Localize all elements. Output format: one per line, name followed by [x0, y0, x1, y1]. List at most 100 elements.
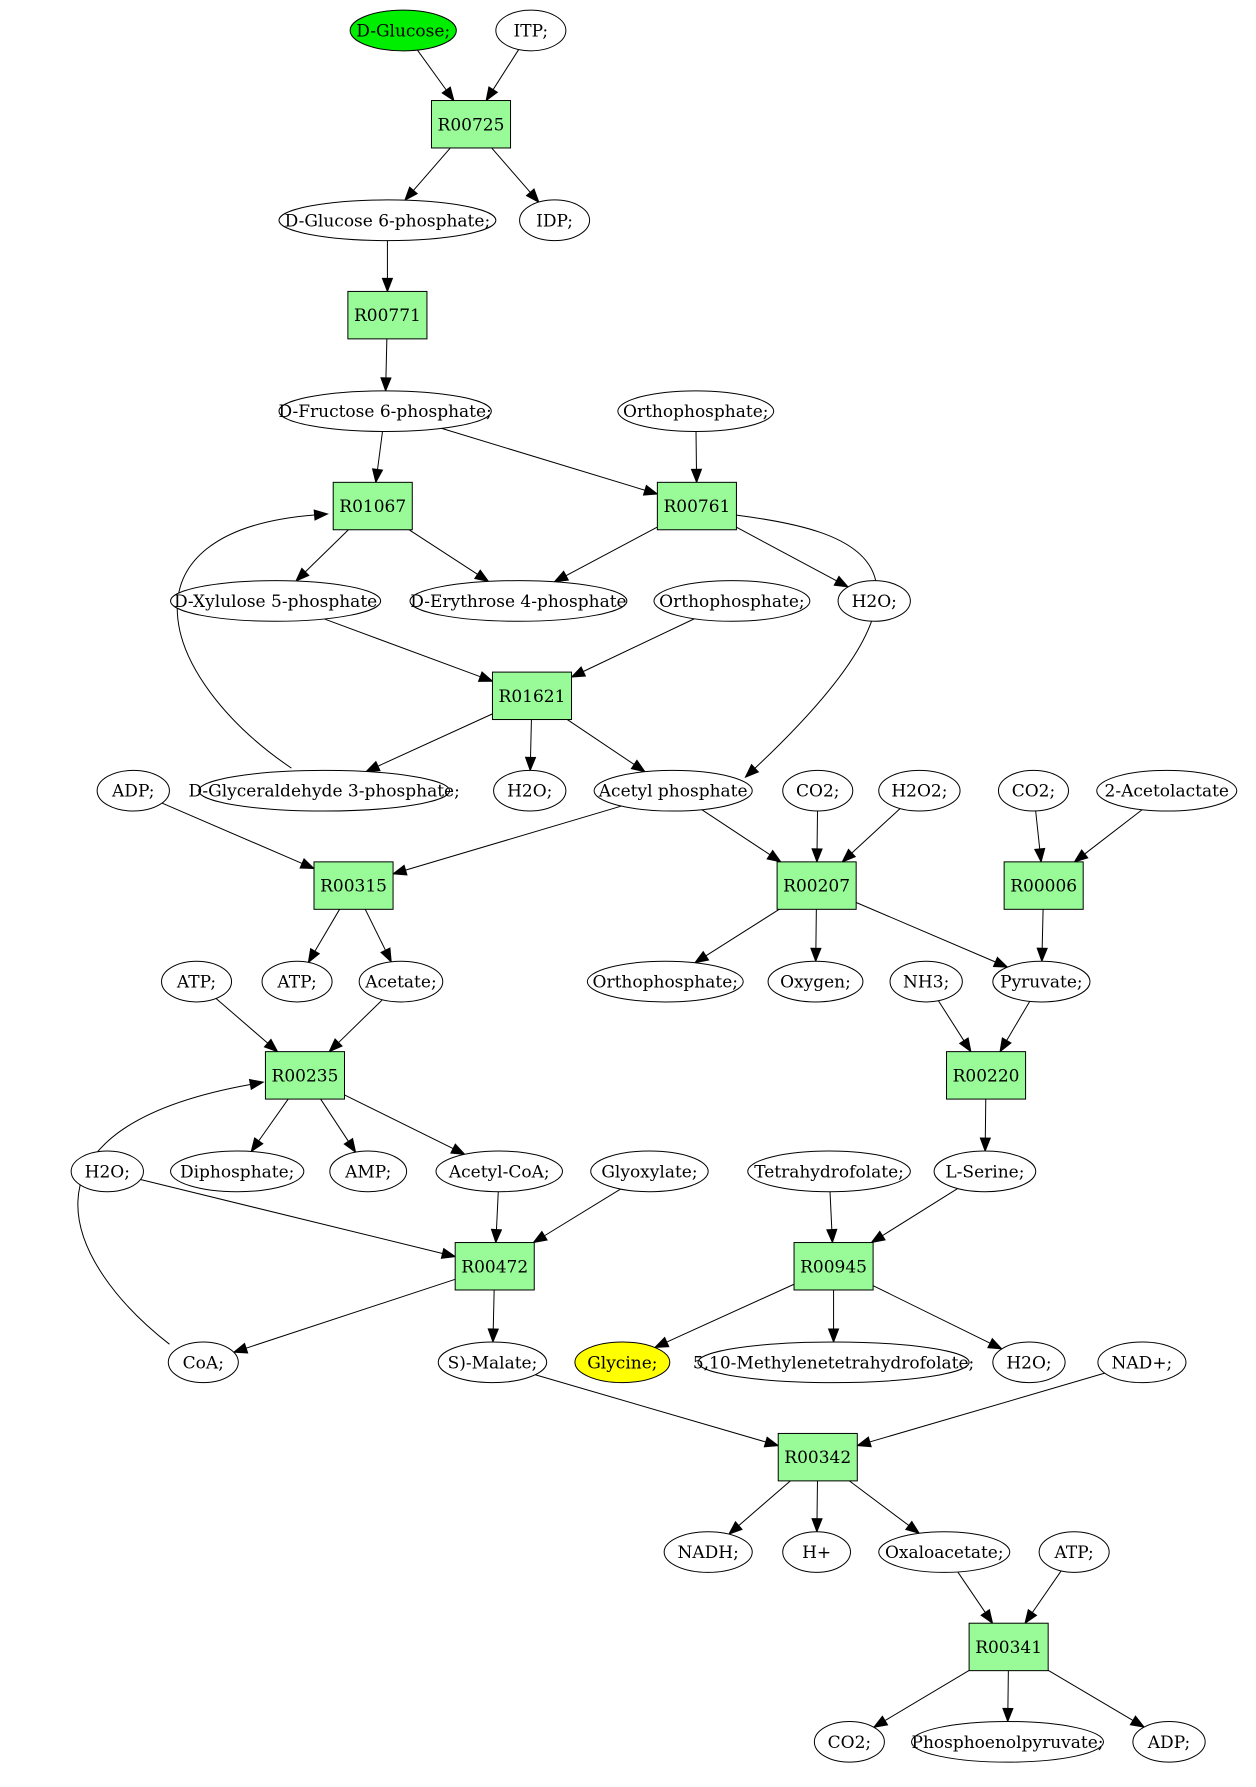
compound-ellipse-adp2: [1132, 1720, 1206, 1763]
compound-node-accoa: Acetyl-CoA;: [435, 1150, 563, 1193]
compound-node-ser: L-Serine;: [933, 1150, 1037, 1193]
compound-ellipse-pi3: [586, 960, 744, 1003]
edge-acp-to-r00315: [391, 805, 622, 876]
compound-ellipse-itp: [495, 9, 567, 52]
edge-co2a-to-r00207: [811, 811, 823, 864]
reaction-node-r01621: R01621: [491, 671, 573, 721]
compound-label-gly: Glycine;: [587, 1353, 657, 1373]
compound-node-acp: Acetyl phosphate: [593, 769, 753, 812]
compound-ellipse-adp1: [96, 769, 170, 812]
edge-r00220-to-ser: [979, 1099, 992, 1153]
edge-atp3-to-r00341: [1024, 1570, 1062, 1625]
compound-ellipse-glc: [349, 9, 457, 52]
edge-r00342-to-nadh: [727, 1480, 791, 1536]
reaction-box-r01621: [491, 671, 573, 721]
compound-ellipse-co2b: [997, 769, 1070, 812]
reaction-box-r01067: [332, 481, 413, 531]
compound-ellipse-nh3: [889, 960, 963, 1003]
edge-acl-to-r00006: [1073, 809, 1143, 863]
reaction-node-r00771: R00771: [347, 290, 428, 340]
compound-label-amp: AMP;: [344, 1162, 391, 1182]
edge-r00761-to-h2o1: [736, 526, 850, 588]
compound-node-h2o1: H2O;: [837, 580, 911, 622]
edge-r00945-to-h2o4: [872, 1285, 1003, 1350]
compound-ellipse-gly: [574, 1341, 671, 1384]
reaction-node-r00342: R00342: [777, 1432, 858, 1482]
compound-ellipse-thf: [747, 1150, 911, 1193]
compound-node-gap: D-Glyceraldehyde 3-phosphate;: [188, 769, 460, 812]
reaction-node-r00006: R00006: [1003, 861, 1084, 910]
reaction-label-r00207: R00207: [783, 877, 850, 897]
compound-ellipse-o2: [767, 960, 864, 1003]
reaction-box-r00207: [776, 861, 857, 910]
compound-node-glc: D-Glucose;: [349, 9, 457, 52]
reaction-box-r00220: [946, 1051, 1027, 1100]
reaction-label-r00315: R00315: [320, 877, 387, 897]
edge-glc-to-r00725: [416, 49, 455, 102]
reaction-label-r00761: R00761: [663, 497, 730, 517]
compound-label-adp1: ADP;: [111, 782, 154, 802]
edge-nad-to-r00342: [855, 1372, 1105, 1448]
edge-r00945-to-gly: [653, 1283, 795, 1349]
edge-x5p-to-r01621: [324, 618, 494, 682]
compound-node-hplus: H+: [782, 1531, 852, 1573]
compound-node-pi3: Orthophosphate;: [586, 960, 744, 1003]
compound-node-nh3: NH3;: [889, 960, 963, 1003]
edge-mal-to-r00342: [535, 1374, 780, 1448]
compound-ellipse-h2o3: [70, 1150, 144, 1193]
compound-label-g6p: D-Glucose 6-phosphate;: [285, 211, 491, 231]
edge-r00207-to-o2: [810, 909, 822, 963]
edge-coa-to-r00235: [77, 1078, 265, 1345]
compound-label-co2a: CO2;: [796, 782, 840, 802]
edge-r00761-to-acp: [736, 514, 878, 779]
compound-ellipse-e4p: [409, 580, 628, 622]
edge-accoa-to-r00472: [490, 1191, 503, 1244]
compound-label-glx: Glyoxylate;: [601, 1162, 697, 1182]
compound-node-co2c: CO2;: [813, 1720, 885, 1763]
edge-r00771-to-f6p: [380, 338, 392, 393]
compound-node-nad: NAD+;: [1097, 1341, 1187, 1384]
edge-f6p-to-r00761: [441, 427, 659, 496]
compound-label-pi3: Orthophosphate;: [593, 973, 738, 993]
reaction-box-r00771: [347, 290, 428, 340]
compound-label-h2o1: H2O;: [852, 592, 897, 612]
compound-label-pep: Phosphoenolpyruvate;: [912, 1733, 1104, 1753]
reaction-node-r01067: R01067: [332, 481, 413, 531]
compound-ellipse-g6p: [278, 199, 497, 242]
compound-node-h2o4: H2O;: [992, 1341, 1066, 1384]
compound-node-e4p: D-Erythrose 4-phosphate: [409, 580, 628, 622]
edge-r00342-to-hplus: [811, 1480, 823, 1534]
compound-label-atp1: ATP;: [176, 973, 216, 993]
compound-label-acp: Acetyl phosphate: [598, 782, 748, 802]
compound-ellipse-h2o2: [493, 769, 567, 812]
edge-h2o3-to-r00472: [140, 1179, 457, 1259]
compound-ellipse-h2o1: [837, 580, 911, 622]
reaction-node-r00472: R00472: [454, 1242, 535, 1291]
edge-r00725-to-g6p: [403, 147, 451, 202]
compound-label-gap: D-Glyceraldehyde 3-phosphate;: [188, 782, 459, 802]
compound-label-thf: Tetrahydrofolate;: [754, 1162, 904, 1182]
compound-node-x5p: D-Xylulose 5-phosphate: [170, 580, 382, 622]
edge-r00235-to-amp: [320, 1098, 357, 1154]
compound-ellipse-pi1: [617, 390, 775, 433]
compound-label-ppi: Diphosphate;: [180, 1162, 294, 1182]
edge-r00006-to-pyr: [1036, 909, 1048, 963]
edge-r00341-to-co2c: [872, 1670, 970, 1728]
compound-ellipse-acp: [593, 769, 753, 812]
reaction-label-r00945: R00945: [800, 1257, 867, 1277]
reaction-label-r00235: R00235: [272, 1066, 339, 1086]
compound-ellipse-idp: [519, 199, 591, 242]
edge-r00315-to-atp2: [307, 909, 341, 964]
compound-node-oaa: Oxaloacetate;: [878, 1531, 1011, 1573]
edge-ser-to-r00945: [870, 1188, 958, 1244]
compound-label-f6p: D-Fructose 6-phosphate;: [279, 402, 492, 422]
compound-ellipse-ser: [933, 1150, 1037, 1193]
compound-label-atp3: ATP;: [1054, 1543, 1094, 1563]
edge-glx-to-r00472: [532, 1188, 621, 1244]
compound-node-co2a: CO2;: [782, 769, 854, 812]
compound-node-thf: Tetrahydrofolate;: [747, 1150, 911, 1193]
compound-node-atp2: ATP;: [261, 960, 333, 1003]
compound-label-ace: Acetate;: [364, 973, 436, 993]
compound-node-g6p: D-Glucose 6-phosphate;: [278, 199, 497, 242]
